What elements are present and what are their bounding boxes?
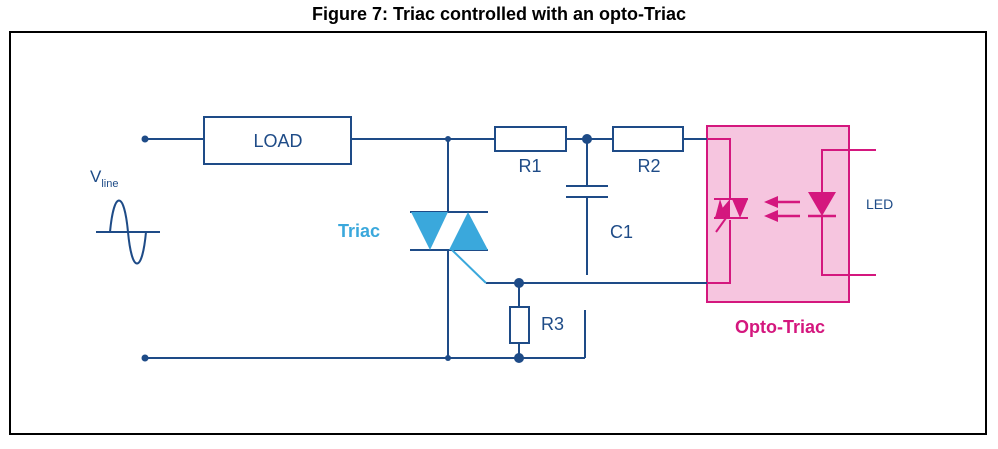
- light-arrows: [764, 196, 800, 222]
- triac-symbol: [410, 211, 488, 284]
- load-box: [203, 116, 352, 165]
- terminal-top: [141, 135, 149, 143]
- opto-triac-element: [714, 198, 748, 233]
- r1-label: R1: [518, 156, 541, 176]
- r3-label: R3: [541, 314, 564, 334]
- c1-capacitor: [566, 185, 608, 198]
- opto-internal-wiring: [707, 138, 876, 284]
- triac-label: Triac: [338, 221, 380, 241]
- led-label: LED: [866, 196, 893, 212]
- c1-label: C1: [610, 222, 633, 242]
- vline-label: Vline: [90, 167, 118, 190]
- figure-frame: [9, 31, 987, 435]
- junction-top-triac: [445, 136, 451, 142]
- junctions: [141, 134, 592, 363]
- terminal-bottom: [141, 354, 149, 362]
- junction-bottom-r3: [514, 353, 524, 363]
- figure-title: Figure 7: Triac controlled with an opto-…: [311, 4, 687, 24]
- led-symbol: [808, 192, 836, 218]
- r1-resistor: [494, 126, 567, 152]
- r2-resistor: [612, 126, 684, 152]
- r3-resistor: [509, 306, 530, 344]
- ac-source-symbol: [96, 199, 160, 265]
- r2-label: R2: [637, 156, 660, 176]
- junction-bottom-triac: [445, 355, 451, 361]
- junction-r1-r2: [582, 134, 592, 144]
- opto-triac-label: Opto-Triac: [735, 317, 825, 337]
- load-label: LOAD: [253, 131, 302, 151]
- junction-gate-r3: [514, 278, 524, 288]
